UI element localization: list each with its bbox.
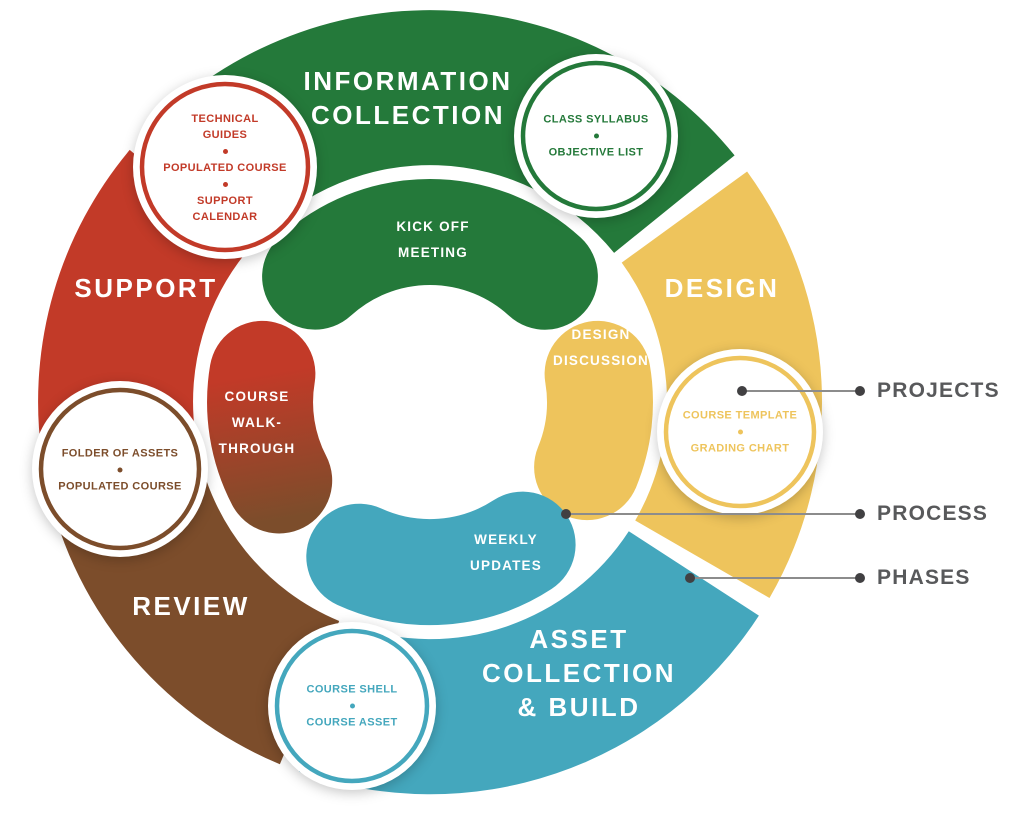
phase-label-line: COLLECTION bbox=[482, 658, 676, 688]
project-item: CALENDAR bbox=[192, 211, 258, 223]
process-label-course-walk-through: COURSE WALK- THROUGH bbox=[219, 384, 296, 462]
project-item: GRADING CHART bbox=[690, 442, 790, 455]
process-label-line: COURSE bbox=[224, 389, 290, 404]
process-label-line: DESIGN bbox=[571, 327, 631, 342]
bullet-separator bbox=[349, 703, 355, 709]
phase-label-design: DESIGN bbox=[665, 271, 780, 305]
phase-label-line: COLLECTION bbox=[311, 100, 505, 130]
bullet-separator bbox=[117, 467, 123, 473]
legend-dot-projects-end bbox=[855, 386, 865, 396]
process-label-line: MEETING bbox=[398, 245, 468, 260]
phase-label-line: ASSET bbox=[529, 624, 629, 654]
process-label-design-discussion: DESIGN DISCUSSION bbox=[553, 322, 649, 374]
phase-label-line: INFORMATION bbox=[303, 66, 513, 96]
bullet-separator bbox=[593, 133, 599, 139]
project-item: POPULATED COURSE bbox=[58, 480, 182, 493]
process-arc-kick-off-meeting bbox=[262, 178, 598, 330]
legend-dot-projects-start bbox=[737, 386, 747, 396]
phase-label-line: SUPPORT bbox=[74, 273, 218, 303]
legend-dot-process-start bbox=[561, 509, 571, 519]
process-label-line: WALK- bbox=[231, 415, 283, 430]
project-list-information-collection: CLASS SYLLABUS OBJECTIVE LIST bbox=[526, 112, 666, 161]
project-list-support: TECHNICAL GUIDES POPULATED COURSE SUPPOR… bbox=[150, 111, 300, 225]
project-list-asset-collection-build: COURSE SHELL COURSE ASSET bbox=[287, 682, 417, 731]
process-label-weekly-updates: WEEKLY UPDATES bbox=[470, 527, 542, 579]
process-label-line: UPDATES bbox=[470, 558, 542, 573]
process-label-line: DISCUSSION bbox=[552, 353, 650, 368]
bullet-separator bbox=[222, 182, 228, 187]
project-circle-ring bbox=[139, 81, 311, 253]
project-circle-support bbox=[133, 75, 317, 259]
project-item: CLASS SYLLABUS bbox=[543, 113, 649, 126]
project-list-design: COURSE TEMPLATE GRADING CHART bbox=[665, 408, 815, 457]
legend-connectors bbox=[561, 386, 865, 583]
project-item: FOLDER OF ASSETS bbox=[61, 447, 179, 460]
project-item: COURSE SHELL bbox=[306, 683, 398, 696]
process-label-line: KICK OFF bbox=[396, 219, 470, 234]
project-item: OBJECTIVE LIST bbox=[548, 146, 644, 159]
process-label-line: THROUGH bbox=[218, 441, 296, 456]
process-label-line: WEEKLY bbox=[474, 532, 538, 547]
phase-label-asset-collection-build: ASSET COLLECTION & BUILD bbox=[482, 622, 676, 724]
phase-label-review: REVIEW bbox=[132, 589, 250, 623]
project-item: COURSE ASSET bbox=[306, 716, 398, 729]
bullet-separator bbox=[737, 429, 743, 435]
phase-label-line: DESIGN bbox=[664, 273, 780, 303]
project-list-review: FOLDER OF ASSETS POPULATED COURSE bbox=[38, 446, 203, 495]
legend-dot-phases-start bbox=[685, 573, 695, 583]
bullet-separator bbox=[222, 149, 228, 154]
project-item: SUPPORT bbox=[197, 195, 253, 207]
process-arc-weekly-updates bbox=[306, 491, 576, 626]
process-label-kick-off-meeting: KICK OFF MEETING bbox=[396, 214, 469, 266]
legend-label-phases: PHASES bbox=[877, 566, 971, 589]
phase-label-line: & BUILD bbox=[517, 692, 641, 722]
project-item: COURSE TEMPLATE bbox=[682, 409, 798, 422]
legend-label-projects: PROJECTS bbox=[877, 379, 1000, 402]
legend-dot-phases-end bbox=[855, 573, 865, 583]
phase-label-information-collection: INFORMATION COLLECTION bbox=[304, 64, 513, 132]
process-ring bbox=[207, 178, 653, 626]
project-item: POPULATED COURSE bbox=[163, 162, 287, 174]
legend-dot-process-end bbox=[855, 509, 865, 519]
phase-label-line: REVIEW bbox=[132, 591, 250, 621]
process-arc-course-walk-through bbox=[207, 320, 333, 534]
project-item: GUIDES bbox=[202, 129, 248, 141]
phase-label-support: SUPPORT bbox=[74, 271, 217, 305]
legend-label-process: PROCESS bbox=[877, 502, 989, 525]
process-arc-design-discussion bbox=[534, 320, 653, 521]
project-item: TECHNICAL bbox=[191, 113, 259, 125]
